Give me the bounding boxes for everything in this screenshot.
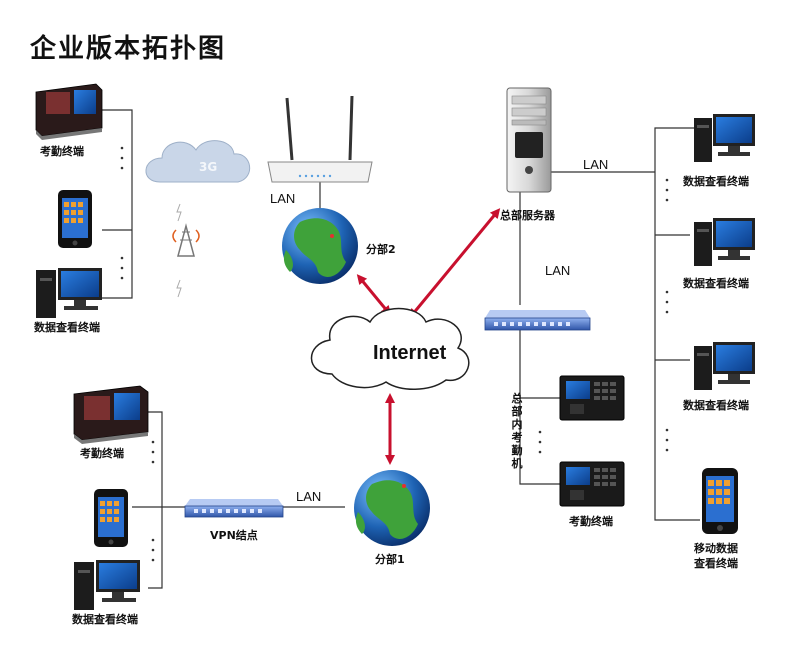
desktop-pc-left-bottom-icon	[74, 560, 140, 610]
globe-branch1-icon	[354, 470, 430, 546]
desktop-pc-right-1-icon	[694, 114, 755, 162]
radio-tower-icon	[172, 203, 200, 298]
diagram-title: 企业版本拓扑图	[30, 34, 227, 64]
left-top-bus	[102, 109, 133, 299]
globe-branch2-icon	[282, 208, 358, 284]
data-view-terminal-label-right-3: 数据查看终端	[683, 399, 749, 412]
branch1-label: 分部1	[375, 553, 405, 566]
vpn-node-label: VPN结点	[210, 529, 258, 542]
attendance-terminal-label-hq: 考勤终端	[569, 515, 613, 528]
branch2-label: 分部2	[366, 243, 396, 256]
right-bus	[654, 127, 700, 521]
lan-label-router: LAN	[270, 191, 296, 206]
ellipsis-dots	[120, 146, 669, 562]
attendance-terminal-label-left-bottom: 考勤终端	[80, 447, 124, 460]
smartphone-left-top-icon	[58, 190, 92, 248]
arrow-branch2-internet	[356, 274, 392, 316]
desktop-pc-right-2-icon	[694, 218, 755, 266]
data-view-terminal-label-left-bottom: 数据查看终端	[72, 613, 138, 626]
lan-switch-icon	[484, 310, 591, 331]
lan-label-branch1: LAN	[296, 489, 322, 504]
hq-attendance-machine-2-icon	[559, 461, 625, 507]
hq-attendance-machine-1-icon	[559, 375, 625, 421]
left-bottom-bus	[148, 411, 163, 589]
cloud-3g-icon	[145, 140, 250, 183]
internet-label: Internet	[373, 342, 447, 364]
switch-attendance-bus	[519, 330, 560, 485]
arrow-server-internet	[408, 208, 501, 319]
data-view-terminal-label-left-top: 数据查看终端	[34, 321, 100, 334]
data-view-terminal-label-right-1: 数据查看终端	[683, 175, 749, 188]
smartphone-right-icon	[702, 468, 738, 534]
vpn-node-switch-icon	[184, 499, 284, 518]
desktop-pc-right-3-icon	[694, 342, 755, 390]
internet-arrows	[356, 208, 501, 465]
data-view-terminal-label-right-2: 数据查看终端	[683, 277, 749, 290]
smartphone-left-bottom-icon	[94, 489, 128, 547]
hq-server-label: 总部服务器	[500, 209, 555, 222]
cloud-3g-label: 3G	[199, 160, 218, 174]
mobile-view-terminal-label-line2: 查看终端	[694, 557, 738, 570]
mobile-view-terminal-label-line1: 移动数据	[694, 542, 738, 555]
attendance-terminal-label-left-top: 考勤终端	[40, 145, 84, 158]
wireless-router-icon	[267, 95, 373, 183]
hq-attendance-label: 总部内考勤机	[511, 392, 523, 470]
server-tower-icon	[506, 87, 552, 193]
desktop-pc-left-top-icon	[36, 268, 102, 318]
lan-label-server: LAN	[583, 157, 609, 172]
connection-lines	[102, 109, 700, 589]
lan-label-switch: LAN	[545, 263, 571, 278]
internet-cloud	[310, 307, 470, 390]
attendance-terminal-top-left-icon	[35, 83, 103, 140]
attendance-terminal-bottom-left-icon	[73, 385, 149, 444]
